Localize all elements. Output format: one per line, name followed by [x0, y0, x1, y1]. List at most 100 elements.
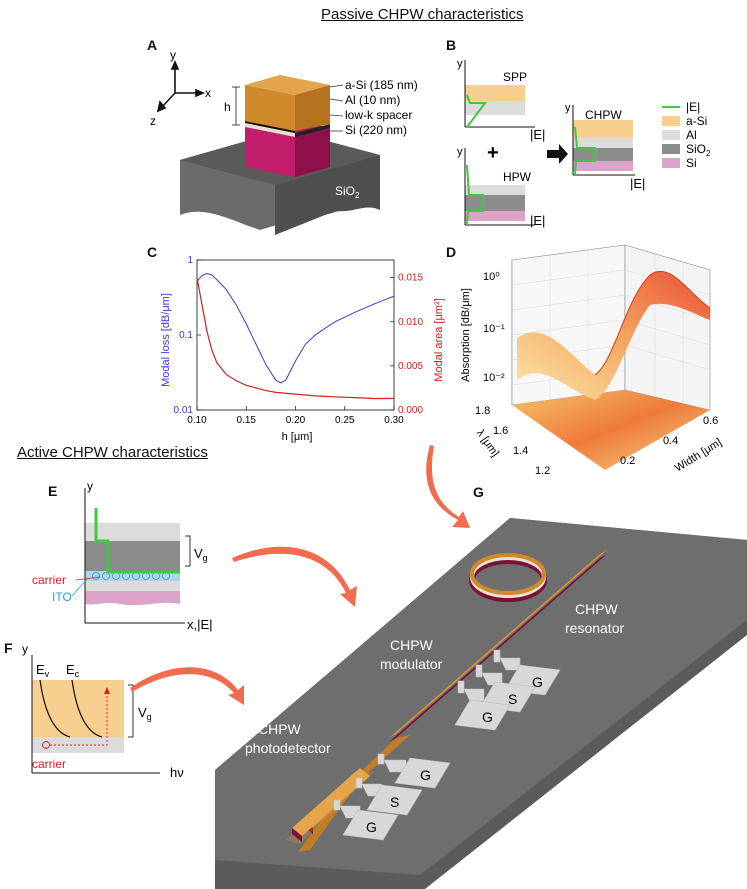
pad-g-mod-bottom: [454, 699, 511, 731]
panel-e-voltage: Vg: [194, 546, 208, 563]
panel-f-ev: Ev: [36, 662, 50, 679]
chart-d-ytick-1: 1.4: [513, 445, 528, 457]
pad-g-pd-top-label: G: [420, 767, 431, 783]
chart-d-ztick-0: 10⁰: [483, 271, 500, 283]
chart-c-ylabel-left: Modal loss [dB/μm]: [160, 293, 172, 387]
panel-f-carrier-label: carrier: [32, 757, 66, 771]
spp-axis-field: |E|: [530, 127, 545, 142]
panel-e-carrier-label: carrier: [32, 573, 66, 587]
pad-g-pd-top: [394, 757, 451, 789]
chart-c-xtick-label: 0.15: [237, 415, 257, 426]
panel-g-device-render: G S G G S G CHPW resonator CHPW modulato…: [215, 518, 747, 889]
chart-c-ytick-left-label: 1: [187, 255, 193, 266]
arrow-right-icon: [547, 144, 568, 164]
panel-f-axis-x: hν: [170, 765, 184, 780]
axis-y-label: y: [170, 48, 176, 62]
panel-f-ec: Ec: [66, 662, 80, 679]
chart-c-ytick-left-label: 0.01: [174, 405, 194, 416]
panel-letter-c: C: [147, 244, 158, 260]
spp-label: SPP: [503, 70, 527, 84]
panel-d-surface-plot: 10⁰ 10⁻¹ 10⁻² Absorption [dB/μm] 1.8 1.6…: [460, 244, 724, 477]
panel-e-ito-label: ITO: [52, 590, 72, 604]
panel-a-waveguide-diagram: SiO2 h y x z a-Si (185 nm) Al (10 nm) lo…: [150, 48, 418, 235]
height-label: h: [224, 100, 231, 114]
chart-d-ytick-0: 1.2: [535, 465, 550, 477]
legend-si: Si: [686, 156, 697, 170]
panel-letter-f: F: [4, 640, 13, 656]
layer-label-al: Al (10 nm): [345, 93, 400, 107]
chart-d-ztick-1: 10⁻¹: [483, 323, 505, 335]
chart-d-xtick-2: 0.6: [703, 415, 718, 427]
pad-s-pd: [366, 784, 423, 816]
axis-z-label: z: [150, 114, 156, 128]
panel-e-axis-y: y: [87, 479, 93, 493]
panel-b-mode-diagram: y SPP |E| + y HPW |E| y CHPW |E| |E| a-S…: [457, 58, 711, 228]
panel-letter-d: D: [446, 244, 457, 260]
chart-d-xtick-0: 0.2: [620, 455, 635, 467]
chart-c-ytick-right-label: 0.005: [398, 361, 423, 372]
arrow-e-to-g: [232, 546, 357, 607]
panel-e-axis-x: x,|E|: [187, 617, 213, 632]
spp-axis-y: y: [457, 58, 463, 70]
hpw-label: HPW: [503, 170, 532, 184]
legend-sio2: SiO2: [686, 142, 711, 158]
panel-e-modulator-diagram: y x,|E| Vg carrier ITO: [32, 479, 213, 632]
chart-c-xtick-label: 0.10: [187, 415, 207, 426]
chpw-label: CHPW: [585, 108, 622, 122]
hpw-axis-field: |E|: [530, 213, 545, 228]
panel-b-legend: |E| a-Si Al SiO2 Si: [662, 100, 711, 170]
plus-sign: +: [487, 142, 499, 164]
resonator-label-line1: CHPW: [575, 601, 619, 617]
chart-c-ytick-right-label: 0.000: [398, 405, 423, 416]
layer-label-asi: a-Si (185 nm): [345, 78, 418, 92]
chart-d-ytick-2: 1.6: [493, 425, 508, 437]
layer-label-spacer: low-k spacer: [345, 108, 412, 122]
panel-f-photodetector-diagram: y hν Ev Ec Vg carrier: [22, 645, 184, 780]
pad-g-pd-bottom: [342, 809, 399, 841]
photodetector-label-line1: CHPW: [258, 721, 302, 737]
active-title: Active CHPW characteristics: [17, 444, 208, 461]
chart-c-xtick-label: 0.30: [384, 415, 404, 426]
hpw-axis-y: y: [457, 146, 463, 158]
chpw-axis-y: y: [565, 102, 571, 114]
chart-c-xlabel: h [μm]: [282, 431, 313, 443]
chart-d-ztick-2: 10⁻²: [483, 372, 505, 384]
photodetector-label-line2: photodetector: [245, 740, 331, 756]
legend-field: |E|: [686, 100, 700, 114]
panel-f-voltage: Vg: [138, 705, 152, 722]
legend-al: Al: [686, 128, 697, 142]
modal-loss-series: [196, 272, 395, 384]
chpw-axis-field: |E|: [630, 176, 645, 191]
panel-c-line-chart: 0.10 0.15 0.20 0.25 0.30 1 0.1 0.01 0.015 0.010 0.…: [160, 255, 445, 443]
pad-g-pd-bottom-label: G: [366, 819, 377, 835]
modulator-label-line2: modulator: [380, 656, 443, 672]
axes-icon: [156, 59, 206, 113]
legend-asi: a-Si: [686, 114, 707, 128]
chart-c-ytick-right-label: 0.015: [398, 273, 423, 284]
chart-d-xtick-1: 0.4: [663, 435, 678, 447]
chart-c-xtick-label: 0.20: [286, 415, 306, 426]
modal-area-series: [196, 277, 394, 400]
arrow-f-to-g: [130, 667, 244, 705]
chart-c-ylabel-right: Modal area [μm²]: [433, 298, 445, 381]
chart-d-zlabel: Absorption [dB/μm]: [460, 288, 472, 382]
resonator-label-line2: resonator: [565, 620, 624, 636]
modulator-label-line1: CHPW: [390, 637, 434, 653]
panel-f-axis-y: y: [22, 645, 28, 656]
chart-c-ytick-left-label: 0.1: [179, 330, 193, 341]
arrow-d-to-g: [426, 445, 470, 528]
panel-letter-b: B: [446, 37, 457, 53]
passive-title: Passive CHPW characteristics: [321, 6, 524, 23]
pad-s-pd-label: S: [390, 794, 399, 810]
ring-resonator: [469, 553, 547, 602]
axis-x-label: x: [205, 86, 211, 100]
pad-g-mod-bottom-label: G: [482, 709, 493, 725]
panel-letter-g: G: [473, 484, 484, 500]
pad-s-mod-label: S: [508, 691, 517, 707]
chart-c-ytick-right-label: 0.010: [398, 317, 423, 328]
pad-g-mod-top-label: G: [532, 674, 543, 690]
chart-c-xtick-label: 0.25: [335, 415, 355, 426]
chart-d-ytick-3: 1.8: [475, 405, 490, 417]
substrate-label: SiO2: [335, 184, 360, 200]
